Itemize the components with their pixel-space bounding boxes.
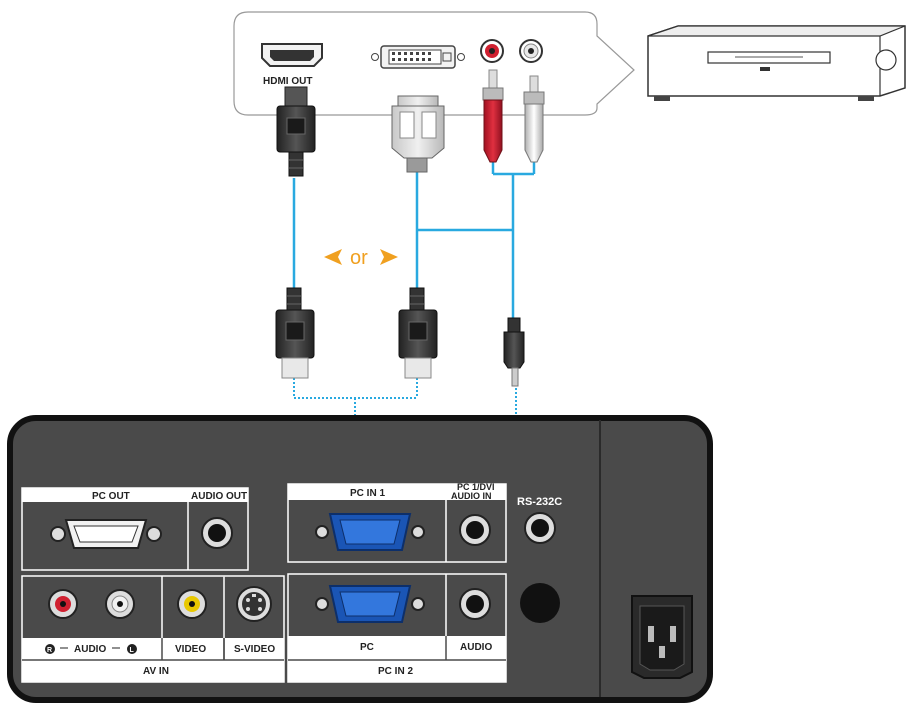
rs232c-label: RS-232C	[517, 496, 562, 508]
pc-in-2-vga-port[interactable]	[315, 585, 425, 623]
pc-dvi-audio-in-jack[interactable]	[459, 514, 491, 546]
av-in-svideo-label: S-VIDEO	[234, 644, 275, 655]
audio-out-label: AUDIO OUT	[191, 491, 247, 502]
pc-in-2-audio-label: AUDIO	[460, 642, 492, 653]
projector-back-panel: PC OUT AUDIO OUT PC IN 1 PC 1/DVI AUDIO …	[7, 415, 713, 703]
rca-plug-red	[482, 69, 504, 163]
audio-right-marker: R	[47, 647, 52, 654]
pc-in-2-group-label: PC IN 2	[378, 666, 413, 677]
pc-in-1-label: PC IN 1	[350, 488, 385, 499]
av-in-audio-label-row: R AUDIO L	[45, 644, 137, 655]
left-arrow-icon	[324, 249, 342, 265]
audio-left-marker-icon	[127, 644, 137, 654]
panel-round-hole	[520, 583, 560, 623]
right-arrow-icon	[380, 249, 398, 265]
av-in-audio-right-jack[interactable]	[48, 589, 78, 619]
av-in-video-jack[interactable]	[177, 589, 207, 619]
pc-in-2-pc-label: PC	[360, 642, 374, 653]
dvi-plug-source-end	[391, 95, 445, 173]
av-in-audio-left-jack[interactable]	[105, 589, 135, 619]
av-in-svideo-jack[interactable]	[236, 586, 272, 622]
dvi-out-port[interactable]	[371, 45, 465, 69]
av-in-audio-label: AUDIO	[74, 644, 106, 655]
hdmi-out-label: HDMI OUT	[263, 76, 312, 87]
hdmi-out-port[interactable]	[261, 43, 323, 67]
audio-right-marker-icon	[45, 644, 55, 654]
hdmi-plug-projector-end-2	[398, 287, 438, 379]
pc-dvi-audio-in-label-line1: PC 1/DVI	[457, 482, 495, 492]
rca-audio-out-red-jack[interactable]	[480, 39, 504, 63]
rca-plug-white	[523, 75, 545, 163]
pc-dvi-audio-in-label-line2: AUDIO IN	[451, 491, 492, 501]
or-label: or	[350, 247, 368, 269]
rs232c-jack[interactable]	[524, 512, 556, 544]
pc-out-label: PC OUT	[92, 491, 130, 502]
mini-jack-plug	[503, 317, 525, 387]
hdmi-plug-source-end	[276, 86, 316, 177]
audio-left-marker: L	[130, 647, 135, 654]
power-inlet[interactable]	[631, 595, 693, 679]
audio-out-jack[interactable]	[201, 517, 233, 549]
cable-lines	[292, 162, 536, 320]
pc-out-vga-port[interactable]	[50, 519, 162, 549]
av-in-video-label: VIDEO	[175, 644, 206, 655]
hdmi-plug-projector-end-1	[275, 287, 315, 379]
or-choice-indicator: or	[324, 247, 398, 269]
rca-audio-out-white-jack[interactable]	[519, 39, 543, 63]
dvd-player-illustration	[647, 25, 906, 101]
pc-in-2-audio-jack[interactable]	[459, 588, 491, 620]
pc-in-1-vga-port[interactable]	[315, 513, 425, 551]
av-in-group-label: AV IN	[143, 666, 169, 677]
